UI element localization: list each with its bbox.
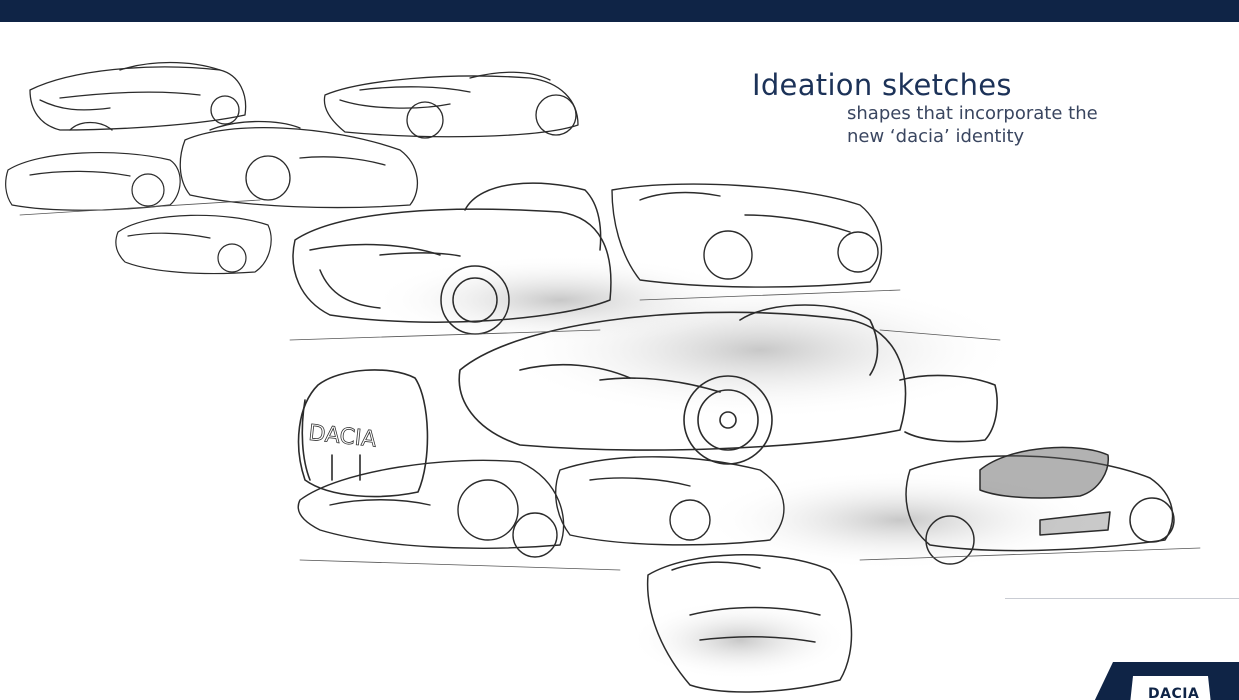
- subtitle-line-2: new ‘dacia’ identity: [847, 126, 1025, 147]
- car-sketches-illustration: [5, 61, 1201, 693]
- slide-subtitle: shapes that incorporate the new ‘dacia’ …: [847, 102, 1098, 148]
- logo-text: DACIA: [1148, 686, 1200, 700]
- top-bar: [0, 0, 1239, 22]
- slide-title: Ideation sketches: [752, 68, 1012, 102]
- dacia-logo-icon: [1094, 662, 1239, 700]
- subtitle-line-1: shapes that incorporate the: [847, 103, 1098, 124]
- divider: [1005, 598, 1239, 599]
